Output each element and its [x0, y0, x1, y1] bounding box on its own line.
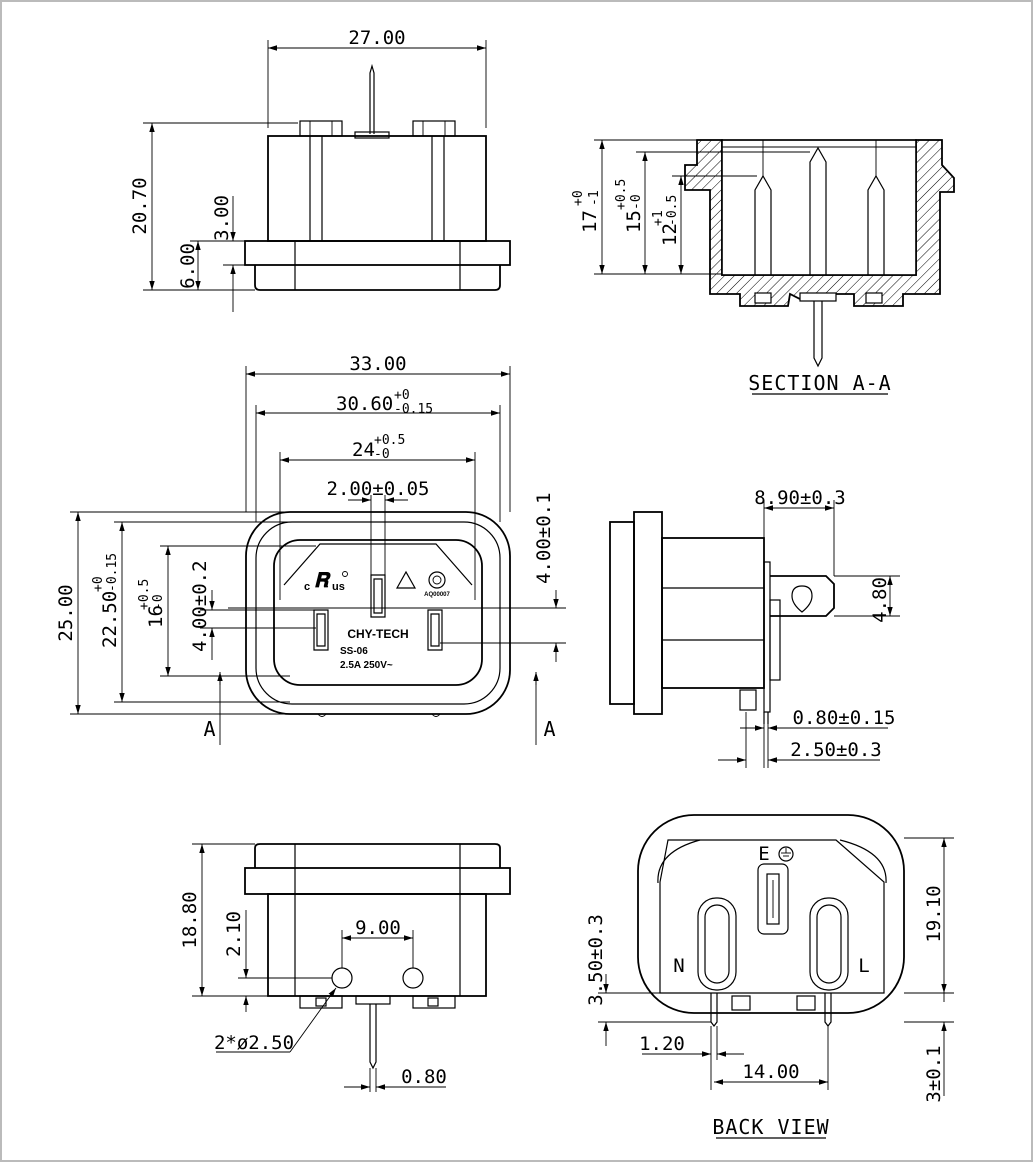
side-tab-width: 4.80 [869, 577, 891, 623]
bottom-hole-spacing: 9.00 [355, 917, 401, 939]
svg-text:-0: -0 [151, 594, 166, 610]
svg-text:+0.5: +0.5 [137, 579, 152, 610]
svg-text:+0: +0 [394, 388, 410, 403]
ccc-icon [428, 571, 446, 589]
svg-text:-0.15: -0.15 [394, 402, 433, 417]
bottom-hole-left [331, 967, 353, 989]
back-pin-protrusion: 3±0.1 [923, 1045, 945, 1102]
front-pin-offset-right: 4.00±0.1 [533, 492, 555, 584]
side-body [661, 537, 765, 689]
back-live-label: L [858, 955, 869, 977]
brand-mark: CHY-TECH [347, 627, 408, 641]
front-height-inner: 16 [145, 605, 167, 628]
svg-text:-0.5: -0.5 [665, 195, 680, 226]
front-inner-face [273, 539, 483, 686]
front-pin-spacing: 2.00±0.05 [327, 478, 430, 500]
bottom-view: 18.80 2.10 9.00 2*ø2.50 0.80 [179, 843, 511, 1092]
back-pin-offset: 3.50±0.3 [585, 914, 607, 1006]
svg-text:-0.15: -0.15 [105, 553, 120, 592]
front-pin-offset-left: 4.00±0.2 [189, 560, 211, 652]
svg-text:+0: +0 [571, 190, 586, 206]
side-tab [770, 575, 835, 617]
back-outer-frame [637, 814, 905, 1014]
svg-text:AQ00007: AQ00007 [424, 592, 450, 598]
section-dim-12: 12 [659, 223, 681, 246]
bottom-pin-thk: 0.80 [401, 1066, 447, 1088]
section-dim-17: 17 [579, 210, 601, 233]
ul-c-mark: c [304, 581, 310, 593]
back-height: 19.10 [923, 885, 945, 942]
bottom-flange [244, 867, 511, 895]
top-width-label: 27.00 [348, 27, 405, 49]
back-earth-slot [757, 863, 789, 935]
section-pin-center [809, 146, 827, 275]
svg-text:+0.5: +0.5 [374, 433, 405, 448]
back-view: E N L 19.10 3.50±0.3 1.20 14.00 [585, 814, 954, 1139]
back-inner-face [659, 839, 885, 994]
top-view: 27.00 20.70 3.00 6.00 [129, 27, 511, 312]
section-view: 17 +0 -1 15 +0.5 -0 12 +1 -0.5 SECTION A… [571, 139, 955, 395]
bottom-height: 18.80 [179, 891, 201, 948]
side-flange [633, 511, 663, 715]
svg-text:+0.5: +0.5 [614, 179, 629, 210]
svg-text:-0: -0 [374, 447, 390, 462]
bottom-hole-dia: 2*ø2.50 [214, 1032, 294, 1054]
side-view: 8.90±0.3 4.80 0.80±0.15 2.50±0.3 [609, 487, 900, 768]
back-neutral-label: N [673, 955, 684, 977]
top-flange [244, 240, 511, 266]
back-live-slot [809, 897, 849, 991]
section-title: SECTION A-A [748, 371, 891, 395]
top-flange-label: 3.00 [211, 195, 233, 241]
svg-text:+0: +0 [91, 576, 106, 592]
front-width-flange: 30.60 [336, 393, 393, 415]
bottom-body [267, 893, 487, 997]
back-neutral-slot [697, 897, 737, 991]
top-earth-pin [369, 63, 375, 134]
svg-text:-1: -1 [587, 190, 602, 206]
top-base-label: 6.00 [177, 243, 199, 289]
back-pin-width: 1.20 [639, 1033, 685, 1055]
earth-symbol-icon [778, 846, 794, 862]
ul-logo-icon: 𝐑 [314, 570, 331, 592]
bottom-hole-offset: 2.10 [223, 911, 245, 957]
side-tab-thickness: 0.80±0.15 [793, 707, 896, 729]
ul-us-mark: us [332, 581, 345, 593]
tab-hole-icon [791, 585, 813, 613]
back-view-title: BACK VIEW [712, 1115, 829, 1139]
top-height-label: 20.70 [129, 177, 151, 234]
front-width-inner: 24 [352, 439, 375, 461]
svg-text:+1: +1 [651, 210, 666, 226]
front-height-outer: 25.00 [55, 584, 77, 641]
section-mark-left: A [203, 717, 216, 741]
pse-triangle-icon [395, 570, 417, 589]
section-mark-right: A [543, 717, 556, 741]
back-earth-label: E [758, 843, 769, 865]
top-body [267, 135, 487, 242]
side-tab-offset: 2.50±0.3 [790, 739, 882, 761]
side-tab-length: 8.90±0.3 [754, 487, 846, 509]
front-view: c 𝐑 us AQ00007 CHY-TECH SS-06 2.5A 250V~… [55, 353, 566, 745]
bottom-hole-right [402, 967, 424, 989]
section-dim-15: 15 [623, 210, 645, 233]
model-mark: SS-06 [340, 646, 368, 657]
front-width-outer: 33.00 [349, 353, 406, 375]
svg-text:-0: -0 [629, 194, 644, 210]
front-height-flange: 22.50 [99, 591, 121, 648]
rating-mark: 2.5A 250V~ [340, 660, 393, 671]
back-pin-spacing: 14.00 [742, 1061, 799, 1083]
